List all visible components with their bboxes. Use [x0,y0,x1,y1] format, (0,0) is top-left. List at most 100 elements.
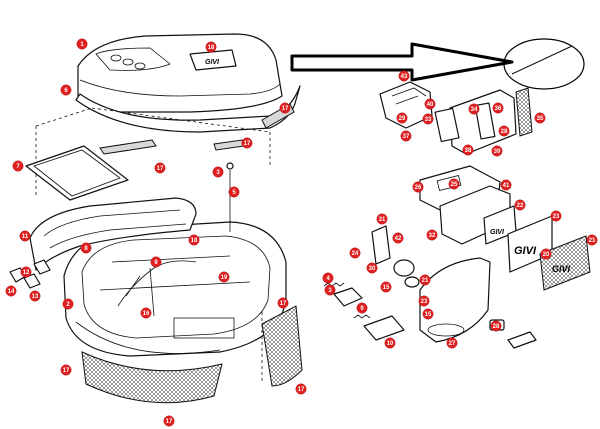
callout-number-label: 29 [399,116,406,122]
callout-number-label: 36 [495,106,502,112]
callout-number: 36 [492,102,504,114]
callout-number-label: 4 [326,276,330,282]
callout-number: 22 [514,199,526,211]
top-case-base [63,221,287,357]
lid-trim-strip [75,85,301,133]
hinge-reflector [515,87,533,137]
callout-number-label: 23 [553,214,560,220]
logo-plate-reflective-text: GIVI [552,264,571,274]
callout-number-label: 43 [401,74,408,80]
callout-number: 19 [218,271,230,283]
callout-number-label: 17 [282,106,289,112]
callout-number: 24 [349,247,361,259]
callout-number: 30 [366,262,378,274]
callout-number: 17 [241,137,253,149]
callout-number: 38 [462,144,474,156]
callout-number-label: 17 [63,368,70,374]
callout-number: 32 [426,229,438,241]
callout-number: 17 [60,364,72,376]
callout-number: 23 [550,210,562,222]
callout-arrow [290,42,514,82]
callout-number-label: 33 [425,117,432,123]
clip-14-lever [33,259,51,275]
callout-number-label: 18 [191,238,198,244]
callout-number: 21 [586,234,598,246]
callout-number-label: 10 [387,341,394,347]
logo-plate-large-text: GIVI [514,245,537,257]
callout-number: 17 [295,383,307,395]
callout-number-label: 19 [221,275,228,281]
callout-number: 29 [396,112,408,124]
callout-number-label: 9 [154,260,158,266]
callout-number: 25 [448,178,460,190]
callout-number-label: 17 [244,141,251,147]
callout-number: 1 [76,38,88,50]
callout-number-label: 20 [543,252,550,258]
callout-number: 18 [188,234,200,246]
strap-bracket [117,260,197,317]
lock-barrel [393,259,415,277]
callout-number: 23 [418,295,430,307]
callout-number: 41 [500,179,512,191]
callout-number: 33 [422,113,434,125]
callout-number: 40 [424,98,436,110]
callout-number-label: 3 [328,288,332,294]
callout-number-label: 16 [143,311,150,317]
callout-number-label: 8 [84,246,88,252]
callout-number: 20 [540,248,552,260]
callout-number-label: 42 [395,236,402,242]
callout-number-label: 13 [32,294,39,300]
callout-number: 35 [534,112,546,124]
callout-number-label: 7 [16,164,20,170]
reflector-panel-side [261,305,303,387]
callout-number-label: 12 [23,270,30,276]
callout-number-label: 25 [451,182,458,188]
callout-number-label: 27 [449,341,456,347]
callout-number: 9 [150,256,162,268]
callout-number-label: 6 [64,88,68,94]
callout-number-label: 5 [232,190,236,196]
callout-number-label: 28 [501,129,508,135]
callout-number: 18 [205,41,217,53]
callout-number-label: 26 [415,185,422,191]
callout-number: 9 [356,302,368,314]
callout-number-label: 38 [465,148,472,154]
callout-number-label: 17 [166,419,173,425]
callout-number: 2 [62,298,74,310]
spring-3 [323,282,345,287]
callout-number: 8 [80,242,92,254]
callout-number-label: 21 [422,278,429,284]
callout-number-label: 40 [427,102,434,108]
callout-number: 21 [419,274,431,286]
callout-number: 11 [19,230,31,242]
callout-number-label: 24 [352,251,359,257]
callout-number-label: 14 [8,289,15,295]
slider-block [333,287,363,307]
highlight-ellipse [503,38,585,90]
callout-number: 37 [400,130,412,142]
callout-number: 42 [392,232,404,244]
lid-logo: GIVI [205,59,220,66]
clip-13 [23,273,41,289]
lock-housing-top [379,81,433,129]
callout-number: 28 [498,125,510,137]
callout-number: 4 [322,272,334,284]
callout-number: 27 [446,337,458,349]
lock-plate-10 [363,315,405,341]
callout-number: 15 [422,308,434,320]
callout-number: 15 [380,281,392,293]
callout-number: 34 [468,103,480,115]
callout-number: 3 [212,166,224,178]
callout-number: 10 [384,337,396,349]
callout-number: 7 [12,160,24,172]
callout-number-label: 37 [403,134,410,140]
callout-number-label: 15 [425,312,432,318]
callout-number-label: 41 [503,183,510,189]
latch-cover [419,257,491,343]
hinge-frame [434,89,517,155]
callout-number-label: 39 [494,149,501,155]
callout-number-label: 17 [298,387,305,393]
callout-number-label: 30 [369,266,376,272]
callout-number: 3 [324,284,336,296]
